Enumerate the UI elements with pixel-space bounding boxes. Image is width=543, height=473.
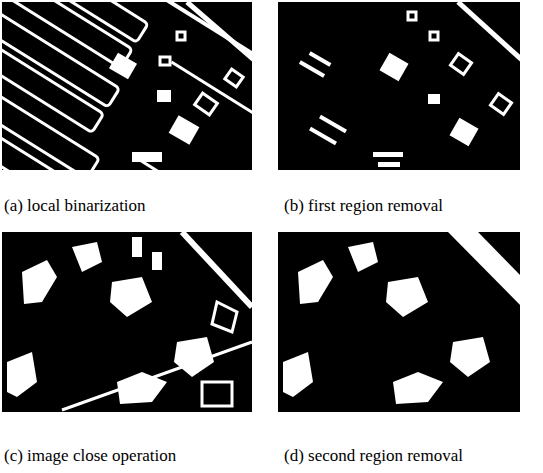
panel-caption: (a) local binarization (4, 196, 146, 216)
filtered-image (278, 2, 522, 170)
panel-caption: (c) image close operation (4, 446, 176, 466)
panel-caption: (b) first region removal (284, 196, 443, 216)
closed-image (2, 232, 252, 412)
panel-caption: (d) second region removal (284, 446, 463, 466)
cleaned-image (278, 232, 522, 412)
